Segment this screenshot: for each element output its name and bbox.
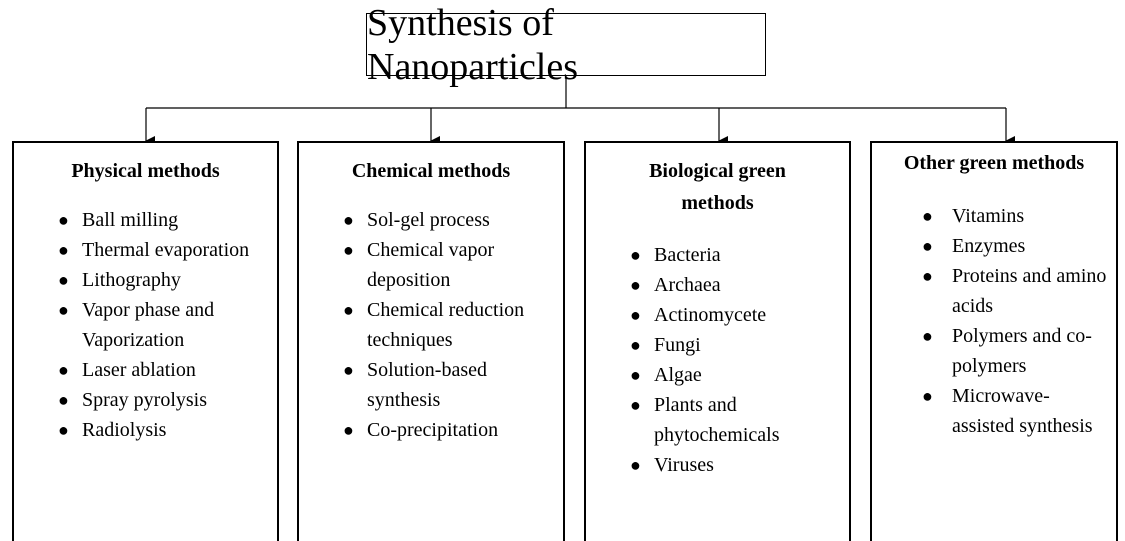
root-node-title: Synthesis of Nanoparticles <box>367 1 579 88</box>
list-item: ●Microwave-assisted synthesis <box>872 381 1116 441</box>
bullet-icon: ● <box>58 360 69 380</box>
bullet-icon: ● <box>630 335 641 355</box>
list-item: ●Bacteria <box>586 240 849 270</box>
bullet-icon: ● <box>922 386 933 406</box>
bullet-icon: ● <box>58 270 69 290</box>
bullet-icon: ● <box>922 206 933 226</box>
chemical-methods-box: Chemical methods ●Sol-gel process ●Chemi… <box>297 141 565 541</box>
bullet-icon: ● <box>58 390 69 410</box>
root-node-box: Synthesis of Nanoparticles <box>366 2 766 88</box>
bullet-icon: ● <box>922 266 933 286</box>
list-item: ●Archaea <box>586 270 849 300</box>
item-list: ●Sol-gel process ●Chemical vapor deposit… <box>299 205 563 445</box>
list-item: ●Ball milling <box>14 205 277 235</box>
list-item: ●Chemical reduction techniques <box>299 295 563 355</box>
item-list: ●Bacteria ●Archaea ●Actinomycete ●Fungi … <box>586 240 849 480</box>
bullet-icon: ● <box>58 210 69 230</box>
list-item: ●Vitamins <box>872 201 1116 231</box>
bullet-icon: ● <box>630 245 641 265</box>
bullet-icon: ● <box>58 240 69 260</box>
list-item: ●Actinomycete <box>586 300 849 330</box>
list-item: ●Enzymes <box>872 231 1116 261</box>
box-title: Physical methods <box>71 160 220 182</box>
list-item: ●Chemical vapor deposition <box>299 235 563 295</box>
list-item: ●Solution-based synthesis <box>299 355 563 415</box>
bullet-icon: ● <box>630 395 641 415</box>
connector-lines <box>145 76 1015 146</box>
list-item: ●Algae <box>586 360 849 390</box>
bullet-icon: ● <box>630 455 641 475</box>
bullet-icon: ● <box>343 420 354 440</box>
list-item: ●Radiolysis <box>14 415 277 445</box>
bullet-icon: ● <box>343 300 354 320</box>
item-list: ●Ball milling ●Thermal evaporation ●Lith… <box>14 205 277 445</box>
bullet-icon: ● <box>343 360 354 380</box>
list-item: ●Co-precipitation <box>299 415 563 445</box>
bullet-icon: ● <box>58 420 69 440</box>
bullet-icon: ● <box>630 275 641 295</box>
box-title: Biological green methods <box>649 160 786 214</box>
list-item: ●Viruses <box>586 450 849 480</box>
list-item: ●Vapor phase and Vaporization <box>14 295 277 355</box>
physical-methods-box: Physical methods ●Ball milling ●Thermal … <box>12 141 279 541</box>
list-item: ●Polymers and co-polymers <box>872 321 1116 381</box>
list-item: ●Plants and phytochemicals <box>586 390 849 450</box>
other-green-methods-box: Other green methods ●Vitamins ●Enzymes ●… <box>870 141 1118 541</box>
bullet-icon: ● <box>922 326 933 346</box>
bullet-icon: ● <box>343 210 354 230</box>
list-item: ●Proteins and amino acids <box>872 261 1116 321</box>
bullet-icon: ● <box>58 300 69 320</box>
bullet-icon: ● <box>630 305 641 325</box>
list-item: ●Fungi <box>586 330 849 360</box>
list-item: ●Laser ablation <box>14 355 277 385</box>
list-item: ●Sol-gel process <box>299 205 563 235</box>
list-item: ●Thermal evaporation <box>14 235 277 265</box>
bullet-icon: ● <box>922 236 933 256</box>
box-title: Chemical methods <box>351 160 511 182</box>
bullet-icon: ● <box>343 240 354 260</box>
box-title: Other green methods <box>903 152 1085 174</box>
list-item: ●Spray pyrolysis <box>14 385 277 415</box>
item-list: ●Vitamins ●Enzymes ●Proteins and amino a… <box>872 201 1116 441</box>
biological-green-methods-box: Biological green methods ●Bacteria ●Arch… <box>584 141 851 541</box>
list-item: ●Lithography <box>14 265 277 295</box>
bullet-icon: ● <box>630 365 641 385</box>
